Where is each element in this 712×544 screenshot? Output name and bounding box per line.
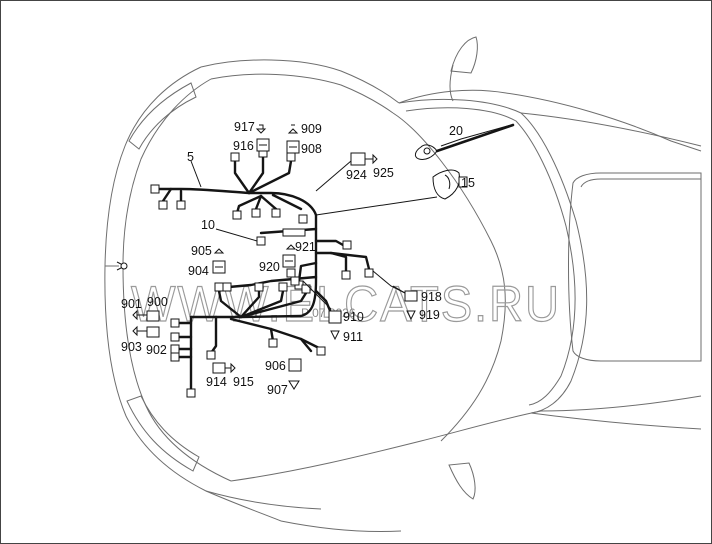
label-903: 903 — [121, 340, 142, 354]
harness-connectors — [150, 148, 374, 398]
leader-lines — [190, 124, 512, 310]
component-20-15 — [414, 123, 515, 200]
label-924: 924 — [346, 168, 367, 182]
label-907: 907 — [267, 383, 288, 397]
watermark-code: P 07 3026 — [301, 306, 356, 320]
label-908: 908 — [301, 142, 322, 156]
label-917: 917 — [234, 120, 255, 134]
label-900: 900 — [147, 295, 168, 309]
label-15: 15 — [461, 176, 475, 190]
wiring-harness — [157, 155, 371, 393]
label-20: 20 — [449, 124, 463, 138]
label-919: 919 — [419, 308, 440, 322]
label-902: 902 — [146, 343, 167, 357]
label-901: 901 — [121, 297, 142, 311]
label-915: 915 — [233, 375, 254, 389]
watermark-text: WWW.ELCATS.RU — [131, 276, 561, 332]
label-914: 914 — [206, 375, 227, 389]
label-925: 925 — [373, 166, 394, 180]
label-911: 911 — [343, 330, 363, 344]
label-921: 921 — [295, 240, 316, 254]
label-909: 909 — [301, 122, 322, 136]
label-10: 10 — [201, 218, 215, 232]
part-labels: 5 10 15 20 900 901 902 903 904 905 906 9… — [121, 120, 475, 397]
label-918: 918 — [421, 290, 442, 304]
label-904: 904 — [188, 264, 209, 278]
component-symbols — [132, 124, 418, 390]
car-body-outline — [104, 36, 702, 533]
label-920: 920 — [259, 260, 280, 274]
label-906: 906 — [265, 359, 286, 373]
label-916: 916 — [233, 139, 254, 153]
label-5: 5 — [187, 150, 194, 164]
label-905: 905 — [191, 244, 212, 258]
label-910: 910 — [343, 310, 364, 324]
